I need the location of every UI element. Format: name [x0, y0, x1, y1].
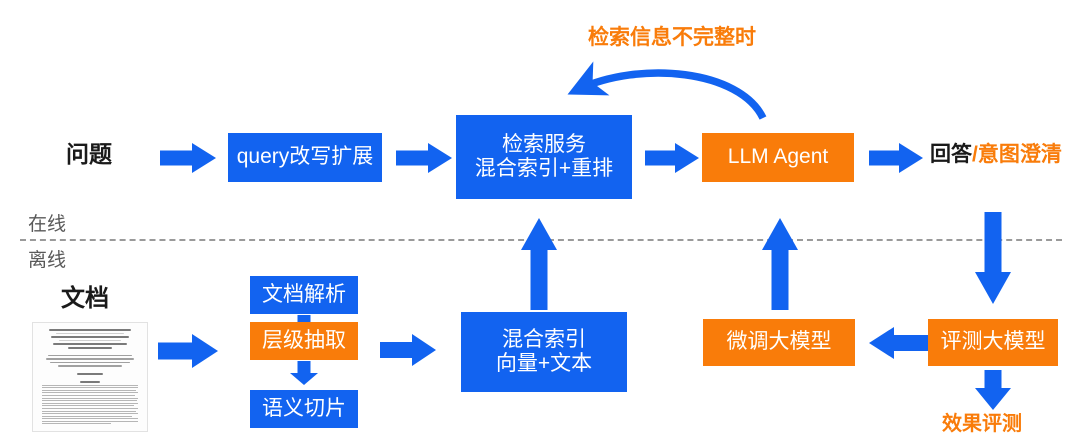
box-query-rewrite-label: query改写扩展 [236, 145, 374, 169]
feedback-annotation-label: 检索信息不完整时 [588, 26, 756, 49]
box-hybrid-index-line1: 混合索引 [502, 327, 586, 351]
arrow-evaluate-to-effect [975, 370, 1011, 410]
box-llm-agent-label: LLM Agent [727, 145, 829, 169]
box-semantic-chunk[interactable]: 语义切片 [250, 390, 358, 428]
box-finetune-model[interactable]: 微调大模型 [703, 319, 855, 366]
effect-evaluation-label: 效果评测 [942, 413, 1022, 435]
box-llm-agent[interactable]: LLM Agent [702, 133, 854, 182]
input-question-label: 问题 [66, 141, 112, 167]
document-thumbnail [32, 322, 148, 432]
box-hybrid-index-line2: 向量+文本 [495, 352, 593, 375]
phase-label-offline: 离线 [28, 250, 67, 271]
box-evaluate-model[interactable]: 评测大模型 [928, 319, 1058, 366]
document-label: 文档 [61, 285, 109, 312]
box-document-parse-label: 文档解析 [262, 282, 346, 306]
box-semantic-chunk-label: 语义切片 [262, 396, 346, 420]
output-answer-group: 回答/意图澄清 [930, 143, 1062, 166]
arrow-online-down-to-evaluate [975, 212, 1011, 304]
arrow-evaluate-to-finetune [869, 327, 931, 359]
box-evaluate-model-label: 评测大模型 [940, 330, 1046, 354]
box-hybrid-index[interactable]: 混合索引 向量+文本 [461, 312, 627, 392]
box-retrieval-service-line1: 检索服务 [502, 132, 586, 156]
arrow-agent-to-output [869, 143, 923, 173]
output-answer-primary: 回答 [930, 143, 972, 166]
arrow-finetune-up-to-agent [762, 218, 798, 310]
arrow-doc-to-extract [158, 334, 218, 368]
box-hierarchy-extract-label: 层级抽取 [262, 328, 346, 352]
arrow-question-to-query [160, 143, 216, 173]
output-answer-secondary: 意图澄清 [977, 143, 1062, 166]
box-retrieval-service[interactable]: 检索服务 混合索引+重排 [456, 115, 632, 199]
box-query-rewrite[interactable]: query改写扩展 [228, 133, 382, 182]
box-document-parse[interactable]: 文档解析 [250, 276, 358, 314]
arrow-index-up-to-retrieval [521, 218, 557, 310]
phase-label-online: 在线 [28, 214, 67, 235]
arrow-chunk-to-index [380, 334, 436, 366]
arrow-retrieval-to-agent [645, 143, 699, 173]
box-retrieval-service-line2: 混合索引+重排 [474, 157, 614, 180]
output-answer-separator: / [972, 143, 978, 166]
box-finetune-model-label: 微调大模型 [726, 330, 832, 354]
arrow-extract-to-chunk [290, 361, 318, 385]
box-hierarchy-extract[interactable]: 层级抽取 [250, 322, 358, 360]
arrow-query-to-retrieval [396, 143, 452, 173]
